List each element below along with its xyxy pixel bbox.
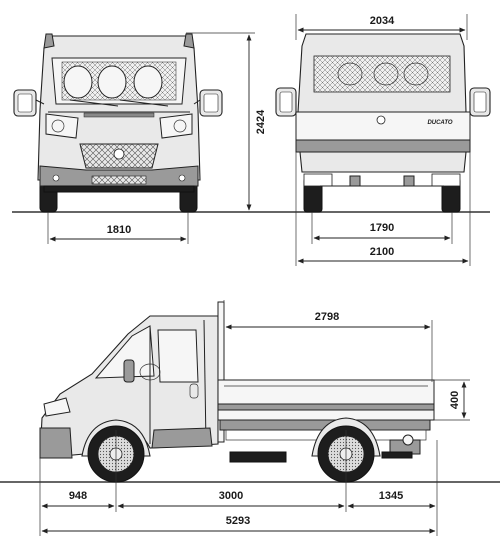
front-overhang-label: 948 [69, 490, 87, 502]
brand-script-label: DUCATO [427, 120, 452, 126]
side-height-label: 400 [449, 391, 461, 409]
side-door-window [157, 329, 199, 383]
side-mirror [123, 359, 135, 383]
front-view: 2424 1810 [12, 32, 268, 244]
side-headlight [43, 397, 71, 417]
brand-logo-icon [113, 148, 125, 160]
right-tail-light [431, 173, 461, 187]
rear-window-guard [313, 55, 451, 93]
front-track-label: 1810 [107, 224, 131, 236]
left-tail-light [303, 173, 333, 187]
pickup-bed-side [217, 379, 435, 421]
overall-width-label: 2100 [370, 246, 394, 258]
wheelbase-label: 3000 [219, 490, 243, 502]
side-view: 2798 400 948 3000 1345 5293 [0, 300, 500, 536]
overall-length-label: 5293 [226, 515, 250, 527]
left-headlight [45, 113, 79, 139]
rear-overhang-label: 1345 [379, 490, 403, 502]
rear-chassis [299, 151, 467, 173]
side-front-bumper [39, 427, 73, 459]
height-label: 2424 [255, 109, 267, 134]
rear-top-width-label: 2034 [370, 15, 395, 27]
rear-track-label: 1790 [370, 222, 394, 234]
bed-length-label: 2798 [315, 311, 339, 323]
cab-rear-post [217, 301, 225, 443]
rear-view: 2034 DUCATO 1790 210 [268, 14, 491, 266]
rear-brand-logo-icon [376, 115, 386, 125]
right-headlight [159, 113, 193, 139]
